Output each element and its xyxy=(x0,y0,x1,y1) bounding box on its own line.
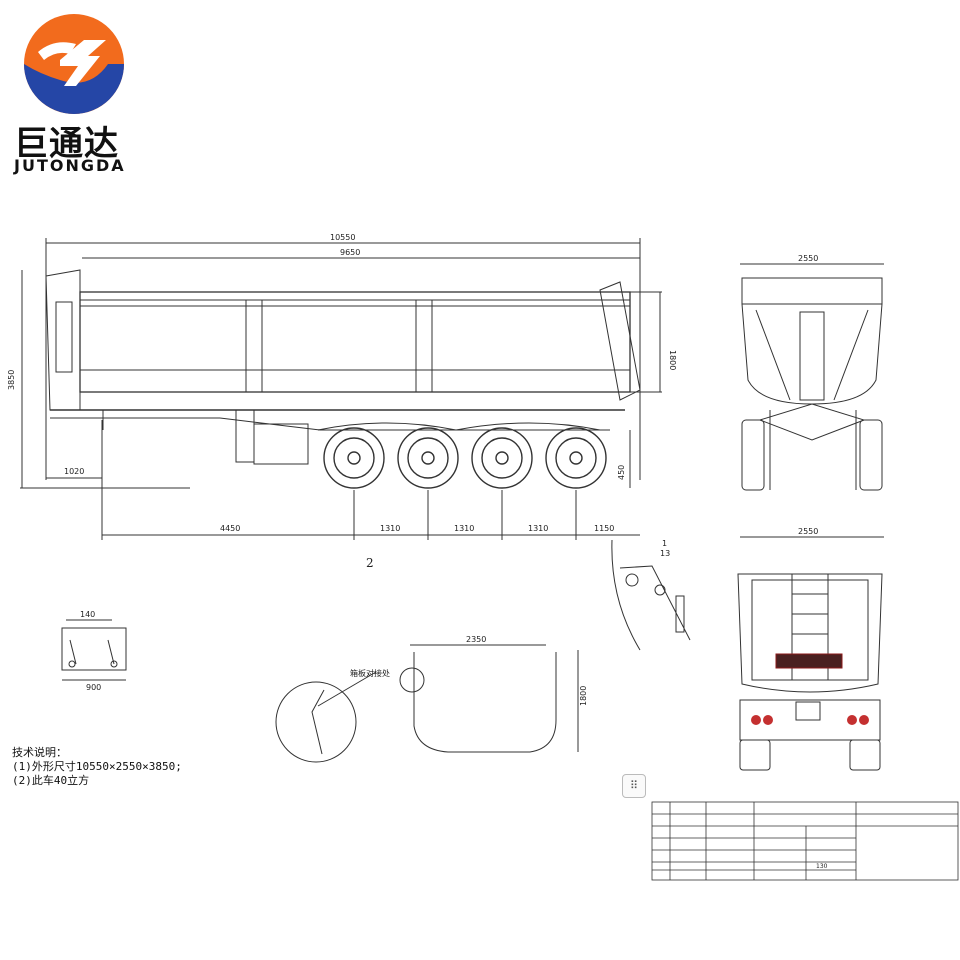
notes-line-1: (1)外形尺寸10550×2550×3850; xyxy=(12,760,182,773)
dim-overall-length: 10550 xyxy=(330,233,355,242)
dim-body-height: 1800 xyxy=(668,350,677,370)
dim-section-width: 2350 xyxy=(466,635,486,644)
dim-ground-clearance: 450 xyxy=(617,465,626,480)
dim-rear-width: 2550 xyxy=(798,527,818,536)
dim-front-overhang: 1020 xyxy=(64,467,84,476)
section-callout: 箱板对接处 xyxy=(350,668,390,678)
detail-scale-top: 1 xyxy=(662,539,667,548)
dim-height: 3850 xyxy=(7,370,16,390)
dim-axle-spacing-2: 1310 xyxy=(454,524,474,533)
dim-axle-spacing-3: 1310 xyxy=(528,524,548,533)
brand-logo-icon xyxy=(20,10,128,118)
dim-body-length: 9650 xyxy=(340,248,360,257)
figure-number: 2 xyxy=(366,556,374,570)
brand-name-en: JUTONGDA xyxy=(14,156,126,175)
dim-front-width: 2550 xyxy=(798,254,818,263)
title-block-number: 130 xyxy=(816,863,828,870)
dim-section-height: 1800 xyxy=(579,686,588,706)
brand-name-cn: 巨通达 xyxy=(14,124,119,164)
notes-heading: 技术说明： xyxy=(12,746,67,759)
notes-line-2: (2)此车40立方 xyxy=(12,774,90,787)
dim-kingpin-axle: 4450 xyxy=(220,524,240,533)
dim-kingpin-top: 140 xyxy=(80,610,95,619)
dim-axle-spacing-1: 1310 xyxy=(380,524,400,533)
drag-grip-icon[interactable]: ⠿ xyxy=(622,774,646,798)
dim-rear-overhang: 1150 xyxy=(594,524,614,533)
dim-kingpin-bottom: 900 xyxy=(86,683,101,692)
detail-scale-bottom: 13 xyxy=(660,549,670,558)
